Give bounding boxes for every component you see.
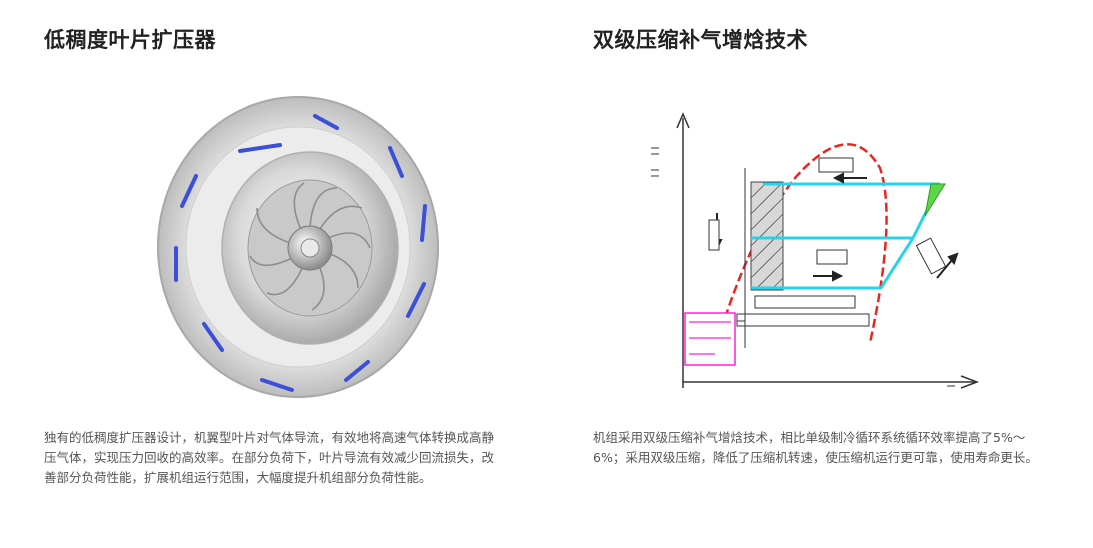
- feature-title: 双级压缩补气增焓技术: [593, 28, 808, 52]
- feature-title: 低稠度叶片扩压器: [44, 28, 216, 52]
- ph-diagram-image: [645, 108, 990, 393]
- feature-description: 机组采用双级压缩补气增焓技术，相比单级制冷循环系统循环效率提高了5%～6%；采用…: [593, 430, 1038, 465]
- diffuser-impeller-image: [132, 88, 464, 406]
- feature-description: 独有的低稠度扩压器设计，机翼型叶片对气体导流，有效地将高速气体转换成高静压气体，…: [44, 430, 495, 485]
